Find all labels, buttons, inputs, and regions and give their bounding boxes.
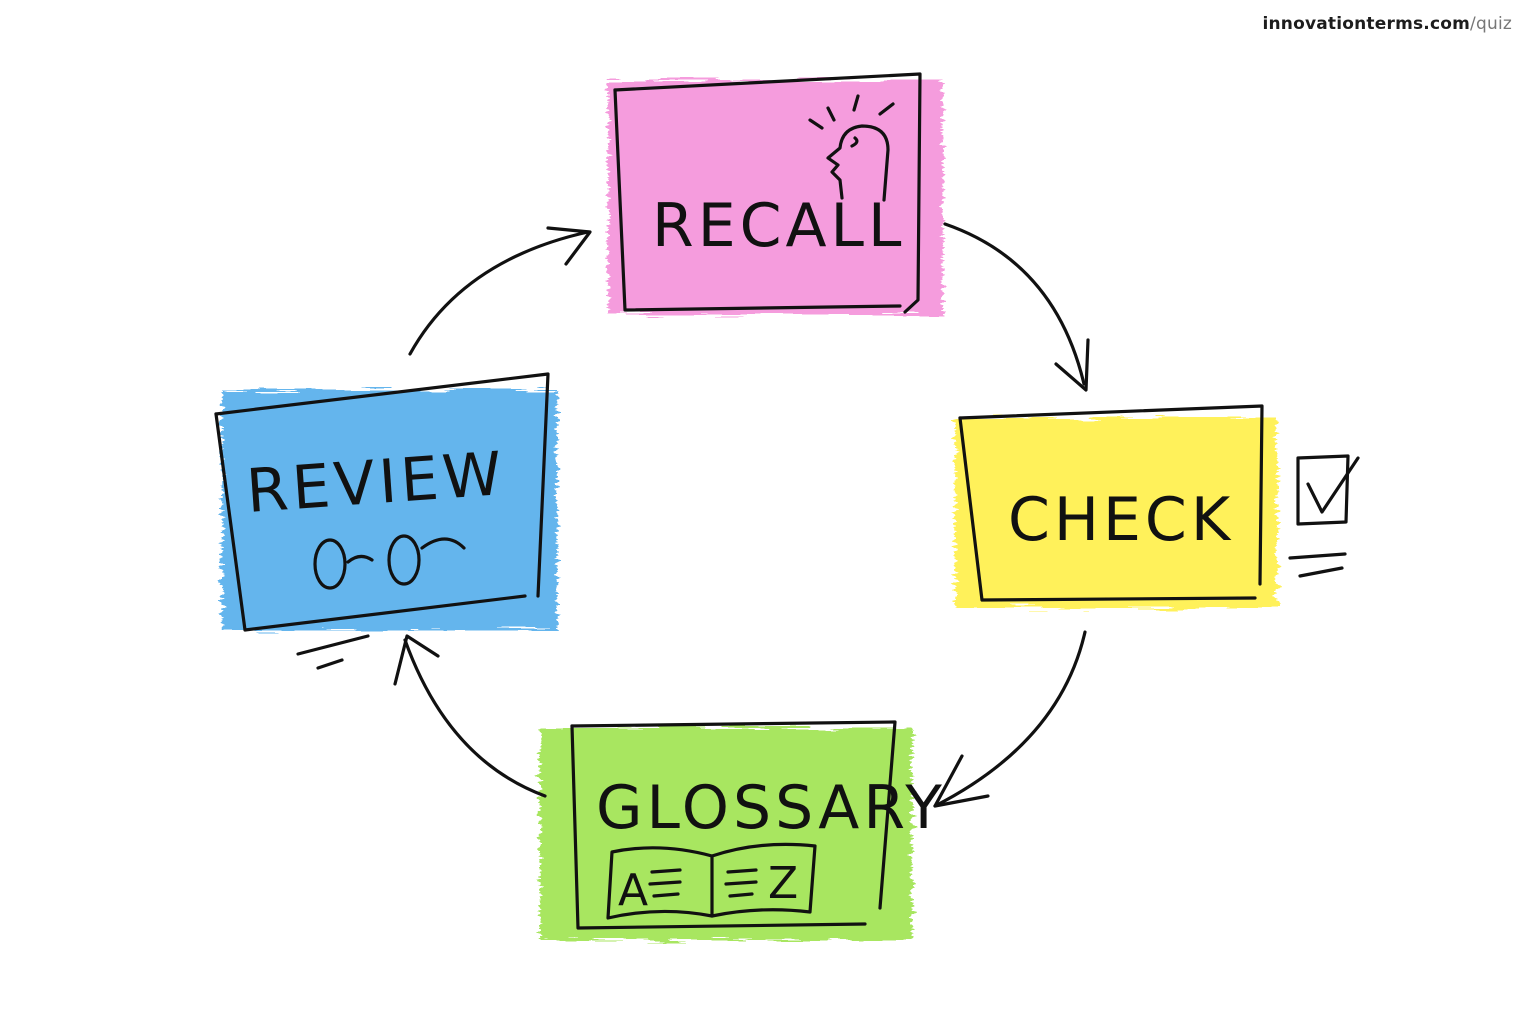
book-letter-z: Z	[768, 858, 798, 909]
brand-path: /quiz	[1470, 14, 1512, 34]
brand-domain: innovationterms.com	[1262, 14, 1471, 34]
checkbox-icon	[1288, 454, 1360, 578]
glossary-fill	[540, 728, 912, 940]
arrow-glossary-to-review	[393, 634, 547, 798]
check-label: CHECK	[1008, 485, 1234, 555]
arrow-check-to-glossary	[933, 630, 1087, 808]
glossary-label: GLOSSARY	[596, 773, 946, 843]
arrow-review-to-recall	[408, 226, 592, 356]
check-fill	[955, 418, 1277, 608]
check-box: CHECK	[955, 404, 1360, 608]
book-letter-a: A	[618, 865, 648, 916]
review-fill	[222, 390, 557, 630]
head-thinking-icon	[808, 94, 895, 202]
arrow-recall-to-check	[943, 222, 1090, 392]
glossary-box: GLOSSARY A Z	[540, 720, 946, 940]
review-box: REVIEW	[214, 372, 557, 670]
recall-label: RECALL	[652, 191, 905, 261]
glasses-icon	[313, 534, 466, 590]
open-book-icon: A Z	[606, 842, 817, 920]
recall-box: RECALL	[608, 72, 943, 315]
recall-fill	[608, 80, 943, 315]
brand-url[interactable]: innovationterms.com/quiz	[1262, 14, 1512, 34]
